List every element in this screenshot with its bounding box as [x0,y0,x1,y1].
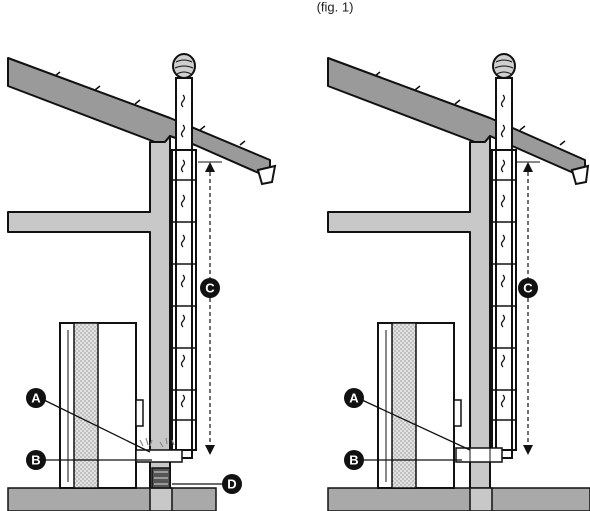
gutter [570,164,590,186]
roof-tiles [327,57,566,146]
flue-sections [171,149,197,451]
callout-a: A [26,388,46,408]
floor-slot [149,487,173,511]
building-wall [7,135,171,491]
floor-slot [469,487,493,511]
callout-c: C [200,278,220,298]
dimension-c [516,161,540,455]
figure-caption: (fig. 1) [317,0,354,15]
stove-connector [135,437,183,463]
chimney-pipe [495,77,513,459]
gutter [256,164,277,186]
flue-sections [491,149,517,451]
roof [7,57,271,179]
callout-d-label: D [227,477,236,492]
right-panel: A B C [327,53,590,511]
callout-d: D [222,474,242,494]
stove [59,322,144,489]
callout-c-label: C [205,281,215,296]
chimney-pipe [175,77,193,459]
roof [327,57,586,179]
dimension-c [198,161,222,455]
callout-c-label: C [523,281,533,296]
left-panel: A B C D [7,53,277,511]
stove [377,322,462,489]
leader-a [361,399,471,451]
callout-c: C [518,278,538,298]
building-wall [327,135,491,491]
callout-b-label: B [349,453,358,468]
leader-a [43,399,151,453]
roof-tiles [7,57,246,146]
ground [327,487,590,511]
smoke-flow [180,94,186,408]
callout-a-label: A [349,391,359,406]
horizontal-flue [455,447,503,463]
callout-b: B [344,450,364,470]
callout-a-label: A [31,391,41,406]
callout-b-label: B [31,453,40,468]
callout-b: B [26,450,46,470]
ground [7,487,217,511]
smoke-flow [500,94,506,408]
callout-a: A [344,388,364,408]
